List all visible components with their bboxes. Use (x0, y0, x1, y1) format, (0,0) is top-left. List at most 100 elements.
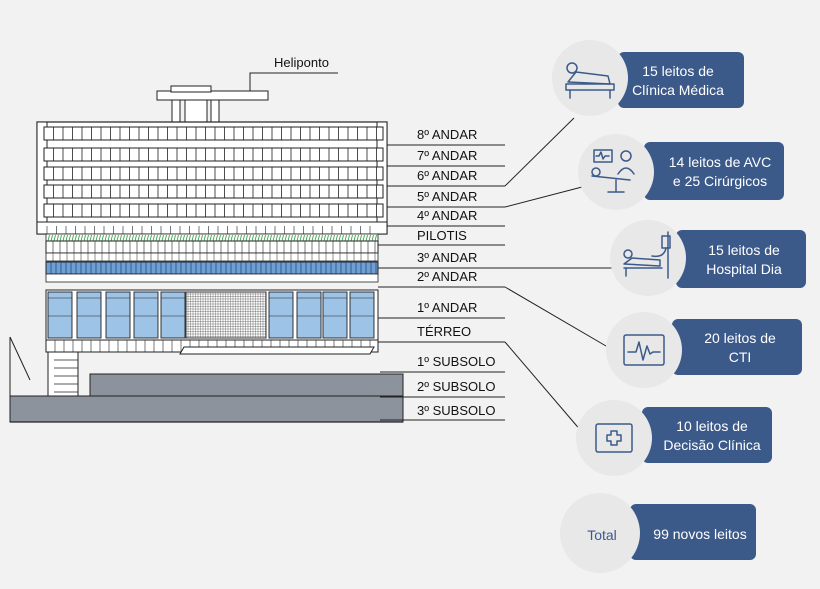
patient-head (566, 62, 578, 74)
hedge-plant (296, 234, 299, 242)
icon-circle (576, 400, 652, 476)
hedge-plant (116, 234, 119, 242)
hedge-plant (152, 234, 155, 242)
hedge-plant (146, 234, 149, 242)
hedge-plant (335, 234, 338, 242)
icon-circle (578, 134, 654, 210)
patient-head (623, 249, 633, 259)
hedge-plant (155, 234, 158, 242)
glass-bay (322, 291, 348, 339)
floor-band (43, 184, 384, 199)
hedge-plant (62, 234, 65, 242)
glass-panel (160, 291, 186, 339)
floor-label: 8º ANDAR (417, 127, 477, 142)
glass-panel (133, 291, 159, 339)
hedge-plant (50, 234, 53, 242)
hedge-plant (212, 234, 215, 242)
hedge-plant (368, 234, 371, 242)
floor-3-slab (45, 252, 379, 262)
hedge-plant (77, 234, 80, 242)
facade-mesh (185, 291, 267, 339)
heliport-column-right (210, 99, 220, 125)
floor-band (43, 166, 384, 181)
glass-bay (105, 291, 131, 339)
hedge-plant (68, 234, 71, 242)
medical-cross (606, 430, 622, 446)
floor-band (43, 147, 384, 162)
floor-label: PILOTIS (417, 228, 467, 243)
card-line-1: 20 leitos de (704, 330, 776, 346)
hedge-plant (266, 234, 269, 242)
floor-label: 6º ANDAR (417, 168, 477, 183)
hedge-plant (320, 234, 323, 242)
card-line-1: 10 leitos de (676, 418, 748, 434)
hedge-plant (209, 234, 212, 242)
hedge-plant (119, 234, 122, 242)
floor-label: 1º ANDAR (417, 300, 477, 315)
hedge-plant (308, 234, 311, 242)
surgeon-head (620, 150, 632, 162)
surgeon-body (617, 167, 635, 175)
hedge-plant (65, 234, 68, 242)
hedge-plant (311, 234, 314, 242)
glass-panel (76, 291, 102, 339)
icon-circle (552, 40, 628, 116)
tower-floor-windows (43, 126, 384, 141)
glass-bay (268, 291, 294, 339)
card-line-1: 15 leitos de (708, 242, 780, 258)
heliport-column-left (171, 99, 181, 125)
floor-3-band (45, 240, 379, 254)
hedge-plant (161, 234, 164, 242)
tower-floor-windows (43, 166, 384, 181)
medical-box (595, 423, 633, 453)
total-value: 99 novos leitos (653, 526, 746, 542)
glass-panel (296, 291, 322, 339)
hedge-plant (374, 234, 377, 242)
hedge-plant (326, 234, 329, 242)
hedge-plant (158, 234, 161, 242)
hedge-plant (242, 234, 245, 242)
hedge-plant (101, 234, 104, 242)
hedge-plant (182, 234, 185, 242)
monitor-screen (623, 334, 665, 366)
hedge-plant (95, 234, 98, 242)
hedge-plant (362, 234, 365, 242)
hedge-plant (113, 234, 116, 242)
card-line-2: Hospital Dia (706, 261, 782, 277)
hedge-plant (371, 234, 374, 242)
heart-monitor-icon (623, 334, 665, 366)
glass-panel (349, 291, 375, 339)
floor-label: 4º ANDAR (417, 208, 477, 223)
icon-circle (606, 312, 682, 388)
patient-head (591, 167, 601, 177)
hedge-plant (359, 234, 362, 242)
hedge-plant (170, 234, 173, 242)
hedge-plant (164, 234, 167, 242)
hedge-plant (278, 234, 281, 242)
total-panel (630, 504, 756, 560)
hedge-plant (248, 234, 251, 242)
hedge-plant (236, 234, 239, 242)
hedge-plant (197, 234, 200, 242)
hedge-plant (323, 234, 326, 242)
hedge-plant (92, 234, 95, 242)
hedge-plant (230, 234, 233, 242)
basement-3 (9, 395, 404, 423)
patient-body (623, 257, 661, 267)
hedge-plant (251, 234, 254, 242)
hedge-plant (350, 234, 353, 242)
floor-2-slab (45, 273, 379, 283)
hedge-plant (284, 234, 287, 242)
total-circle (560, 493, 640, 573)
glass-bay (76, 291, 102, 339)
card-line-2: e 25 Cirúrgicos (673, 173, 767, 189)
hedge-plant (206, 234, 209, 242)
hedge-plant (332, 234, 335, 242)
floor-label: 1º SUBSOLO (417, 354, 495, 369)
hedge-plant (143, 234, 146, 242)
basement-2 (89, 373, 404, 397)
hedge-plant (299, 234, 302, 242)
hedge-plant (74, 234, 77, 242)
